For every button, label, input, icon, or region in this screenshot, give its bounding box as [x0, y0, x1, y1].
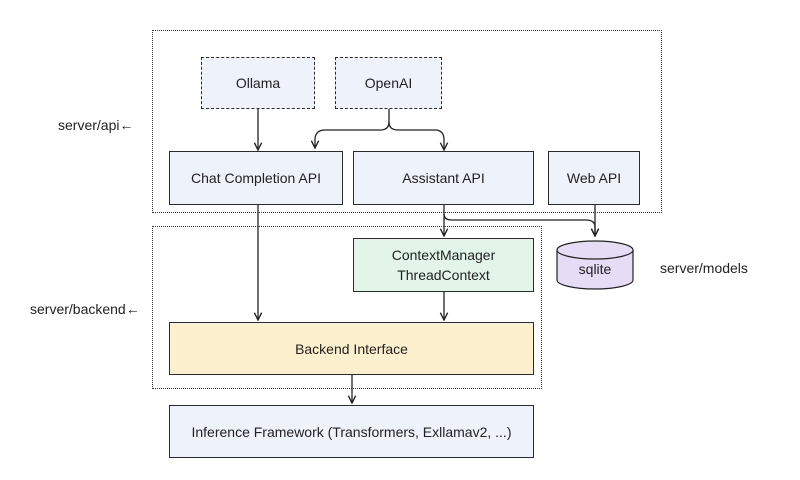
- server-backend-label: server/backend←: [30, 301, 140, 317]
- context-manager-label: ContextManager: [391, 247, 496, 263]
- server-api-region: [152, 30, 662, 213]
- thread-context-label: ThreadContext: [397, 267, 490, 283]
- ollama-box: Ollama: [201, 57, 315, 109]
- arrow-assistant-to-sqlite: [443, 213, 595, 236]
- web-api-box: Web API: [548, 151, 640, 205]
- arrow-openai-split: [315, 109, 390, 148]
- sqlite-label: sqlite: [578, 261, 612, 277]
- chat-completion-api-box: Chat Completion API: [169, 151, 343, 205]
- inference-framework-box: Inference Framework (Transformers, Exlla…: [169, 405, 534, 458]
- assistant-api-box: Assistant API: [353, 151, 534, 205]
- sqlite-database-icon: [556, 240, 634, 290]
- openai-box: OpenAI: [335, 57, 442, 109]
- server-models-label: server/models: [660, 260, 748, 276]
- server-api-label: server/api←: [58, 117, 134, 133]
- server-backend-region: [152, 226, 542, 389]
- backend-interface-box: Backend Interface: [169, 322, 534, 375]
- context-manager-box: ContextManager ThreadContext: [353, 238, 534, 292]
